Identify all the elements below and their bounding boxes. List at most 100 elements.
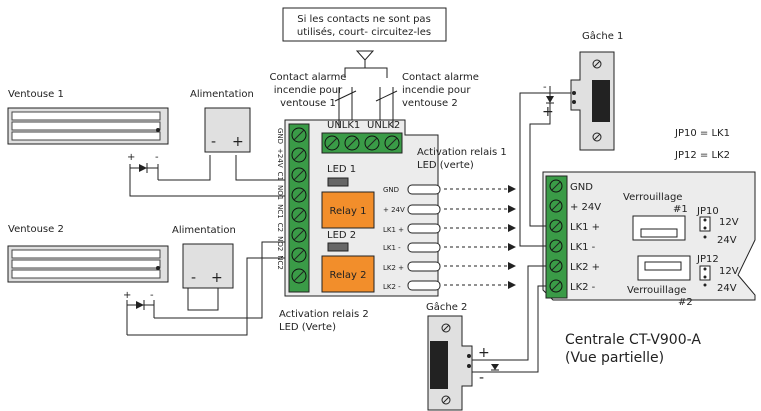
gache-2-plus: + <box>478 345 490 361</box>
svg-text:LED (Verte): LED (Verte) <box>279 322 336 333</box>
gache-2 <box>427 315 473 411</box>
verrouillage-2-label: Verrouillage <box>627 285 686 296</box>
svg-text:GND: GND <box>383 186 399 194</box>
svg-text:Activation relais 2: Activation relais 2 <box>279 309 369 320</box>
terminal-screw <box>549 239 563 253</box>
gache-1-minus: - <box>543 82 547 93</box>
ventouse-2-label: Ventouse 2 <box>8 224 64 235</box>
led-1 <box>327 177 349 187</box>
alim-2-label: Alimentation <box>172 225 236 236</box>
terminal-screw <box>291 247 307 263</box>
module-pin-labels: GND + 24V LK1 + LK1 - LK2 + LK2 - <box>383 186 405 291</box>
centrale-title: Centrale CT-V900-A <box>565 332 701 348</box>
svg-text:+ 24V: + 24V <box>383 206 405 214</box>
dashed-arrows <box>444 185 516 289</box>
jp10-24v: 24V <box>717 235 737 246</box>
gache-2-label: Gâche 2 <box>426 301 467 313</box>
terminal-screw <box>291 167 307 183</box>
led-2 <box>327 242 349 252</box>
module-terminal-labels: GND+24VC1NO1NC1C2NO2NC2 <box>276 128 284 270</box>
activation-1-label: Activation relais 1 LED (verte) <box>417 147 507 171</box>
jp12-label: JP12 <box>696 254 719 265</box>
svg-text:Activation relais 1: Activation relais 1 <box>417 147 507 158</box>
svg-text:LK2 +: LK2 + <box>570 262 600 273</box>
fire-contact-1-label: Contact alarme incendie pour ventouse 1 <box>270 72 347 109</box>
terminal-screw <box>549 279 563 293</box>
jp12-24v: 24V <box>717 283 737 294</box>
svg-text:LED (verte): LED (verte) <box>417 160 474 171</box>
gache-1-diode <box>546 96 554 104</box>
svg-text:incendie pour: incendie pour <box>274 85 343 96</box>
ventouse-1-minus: - <box>155 152 159 163</box>
centrale-terminal-labels: GND + 24V LK1 + LK1 - LK2 + LK2 - <box>570 182 601 293</box>
terminal-screw <box>549 259 563 273</box>
alim-1 <box>204 107 251 153</box>
gache-1-label: Gâche 1 <box>582 30 623 42</box>
svg-text:LK1 +: LK1 + <box>570 222 600 233</box>
terminal-screw <box>384 135 400 151</box>
svg-text:LK1 -: LK1 - <box>570 242 596 253</box>
terminal-screw <box>291 147 307 163</box>
gache-1 <box>570 51 615 151</box>
jumper-legend-1: JP10 = LK1 <box>674 128 730 139</box>
unlk2-label: UNLK2 <box>367 120 400 131</box>
verrouillage-1-num: #1 <box>673 204 688 215</box>
alim-1-minus: - <box>211 134 216 150</box>
gache-2-minus: - <box>479 370 484 386</box>
ventouse-1 <box>7 107 169 145</box>
note-box: Si les contacts ne sont pas utilisés, co… <box>282 7 447 42</box>
terminal-screw <box>364 135 380 151</box>
centrale-terminal-block <box>545 175 568 299</box>
relay-2-label: Relay 2 <box>329 270 366 281</box>
terminal-screw <box>549 219 563 233</box>
svg-text:Contact alarme: Contact alarme <box>270 72 347 83</box>
centrale-subtitle: (Vue partielle) <box>565 350 664 366</box>
jp10-label: JP10 <box>696 206 719 217</box>
ventouse-2-minus: - <box>150 290 154 301</box>
terminal-screw <box>291 207 307 223</box>
module-terminal-block <box>288 123 310 293</box>
svg-text:+ 24V: + 24V <box>570 202 601 213</box>
verrouillage-2-num: #2 <box>678 297 693 308</box>
terminal-screw <box>549 179 563 193</box>
note-line-2: utilisés, court- circuitez-les <box>297 26 431 38</box>
verrouillage-1-connector <box>632 215 686 241</box>
svg-text:LK1 +: LK1 + <box>383 226 404 234</box>
fire-contact-2-switch <box>375 87 398 120</box>
relay-2 <box>321 255 375 293</box>
unlk-terminal-block <box>321 132 403 154</box>
note-line-1: Si les contacts ne sont pas <box>297 14 431 25</box>
relay-1 <box>321 191 375 229</box>
ventouse-2-plus: + <box>123 290 131 301</box>
fire-contact-2-label: Contact alarme incendie pour ventouse 2 <box>402 72 479 109</box>
terminal-screw <box>344 135 360 151</box>
alim-1-plus: + <box>232 134 244 150</box>
alim-2-plus: + <box>211 270 223 286</box>
ventouse-1-plus: + <box>127 152 135 163</box>
svg-text:Contact alarme: Contact alarme <box>402 72 479 83</box>
led-2-label: LED 2 <box>327 230 356 241</box>
diode-1 <box>129 163 159 180</box>
terminal-screw <box>291 127 307 143</box>
svg-text:LK2 -: LK2 - <box>383 283 401 291</box>
jumper-legend-2: JP12 = LK2 <box>674 150 730 161</box>
gache-2-diode <box>491 364 499 371</box>
verrouillage-2-connector <box>637 255 691 281</box>
terminal-screw <box>324 135 340 151</box>
ventouse-2 <box>7 245 169 283</box>
jp10-jumper <box>699 216 711 239</box>
note-pointer <box>344 50 388 78</box>
alim-2 <box>182 243 234 289</box>
verrouillage-1-label: Verrouillage <box>623 192 682 203</box>
relay-1-label: Relay 1 <box>329 206 366 217</box>
jp10-12v: 12V <box>719 217 739 228</box>
module-pin-tabs <box>407 184 441 291</box>
terminal-screw <box>549 199 563 213</box>
terminal-screw <box>291 227 307 243</box>
svg-text:ventouse 2: ventouse 2 <box>402 98 458 109</box>
fire-contact-1-switch <box>334 87 357 120</box>
jp12-12v: 12V <box>719 266 739 277</box>
svg-text:LK2 +: LK2 + <box>383 264 404 272</box>
svg-text:incendie pour: incendie pour <box>402 85 471 96</box>
